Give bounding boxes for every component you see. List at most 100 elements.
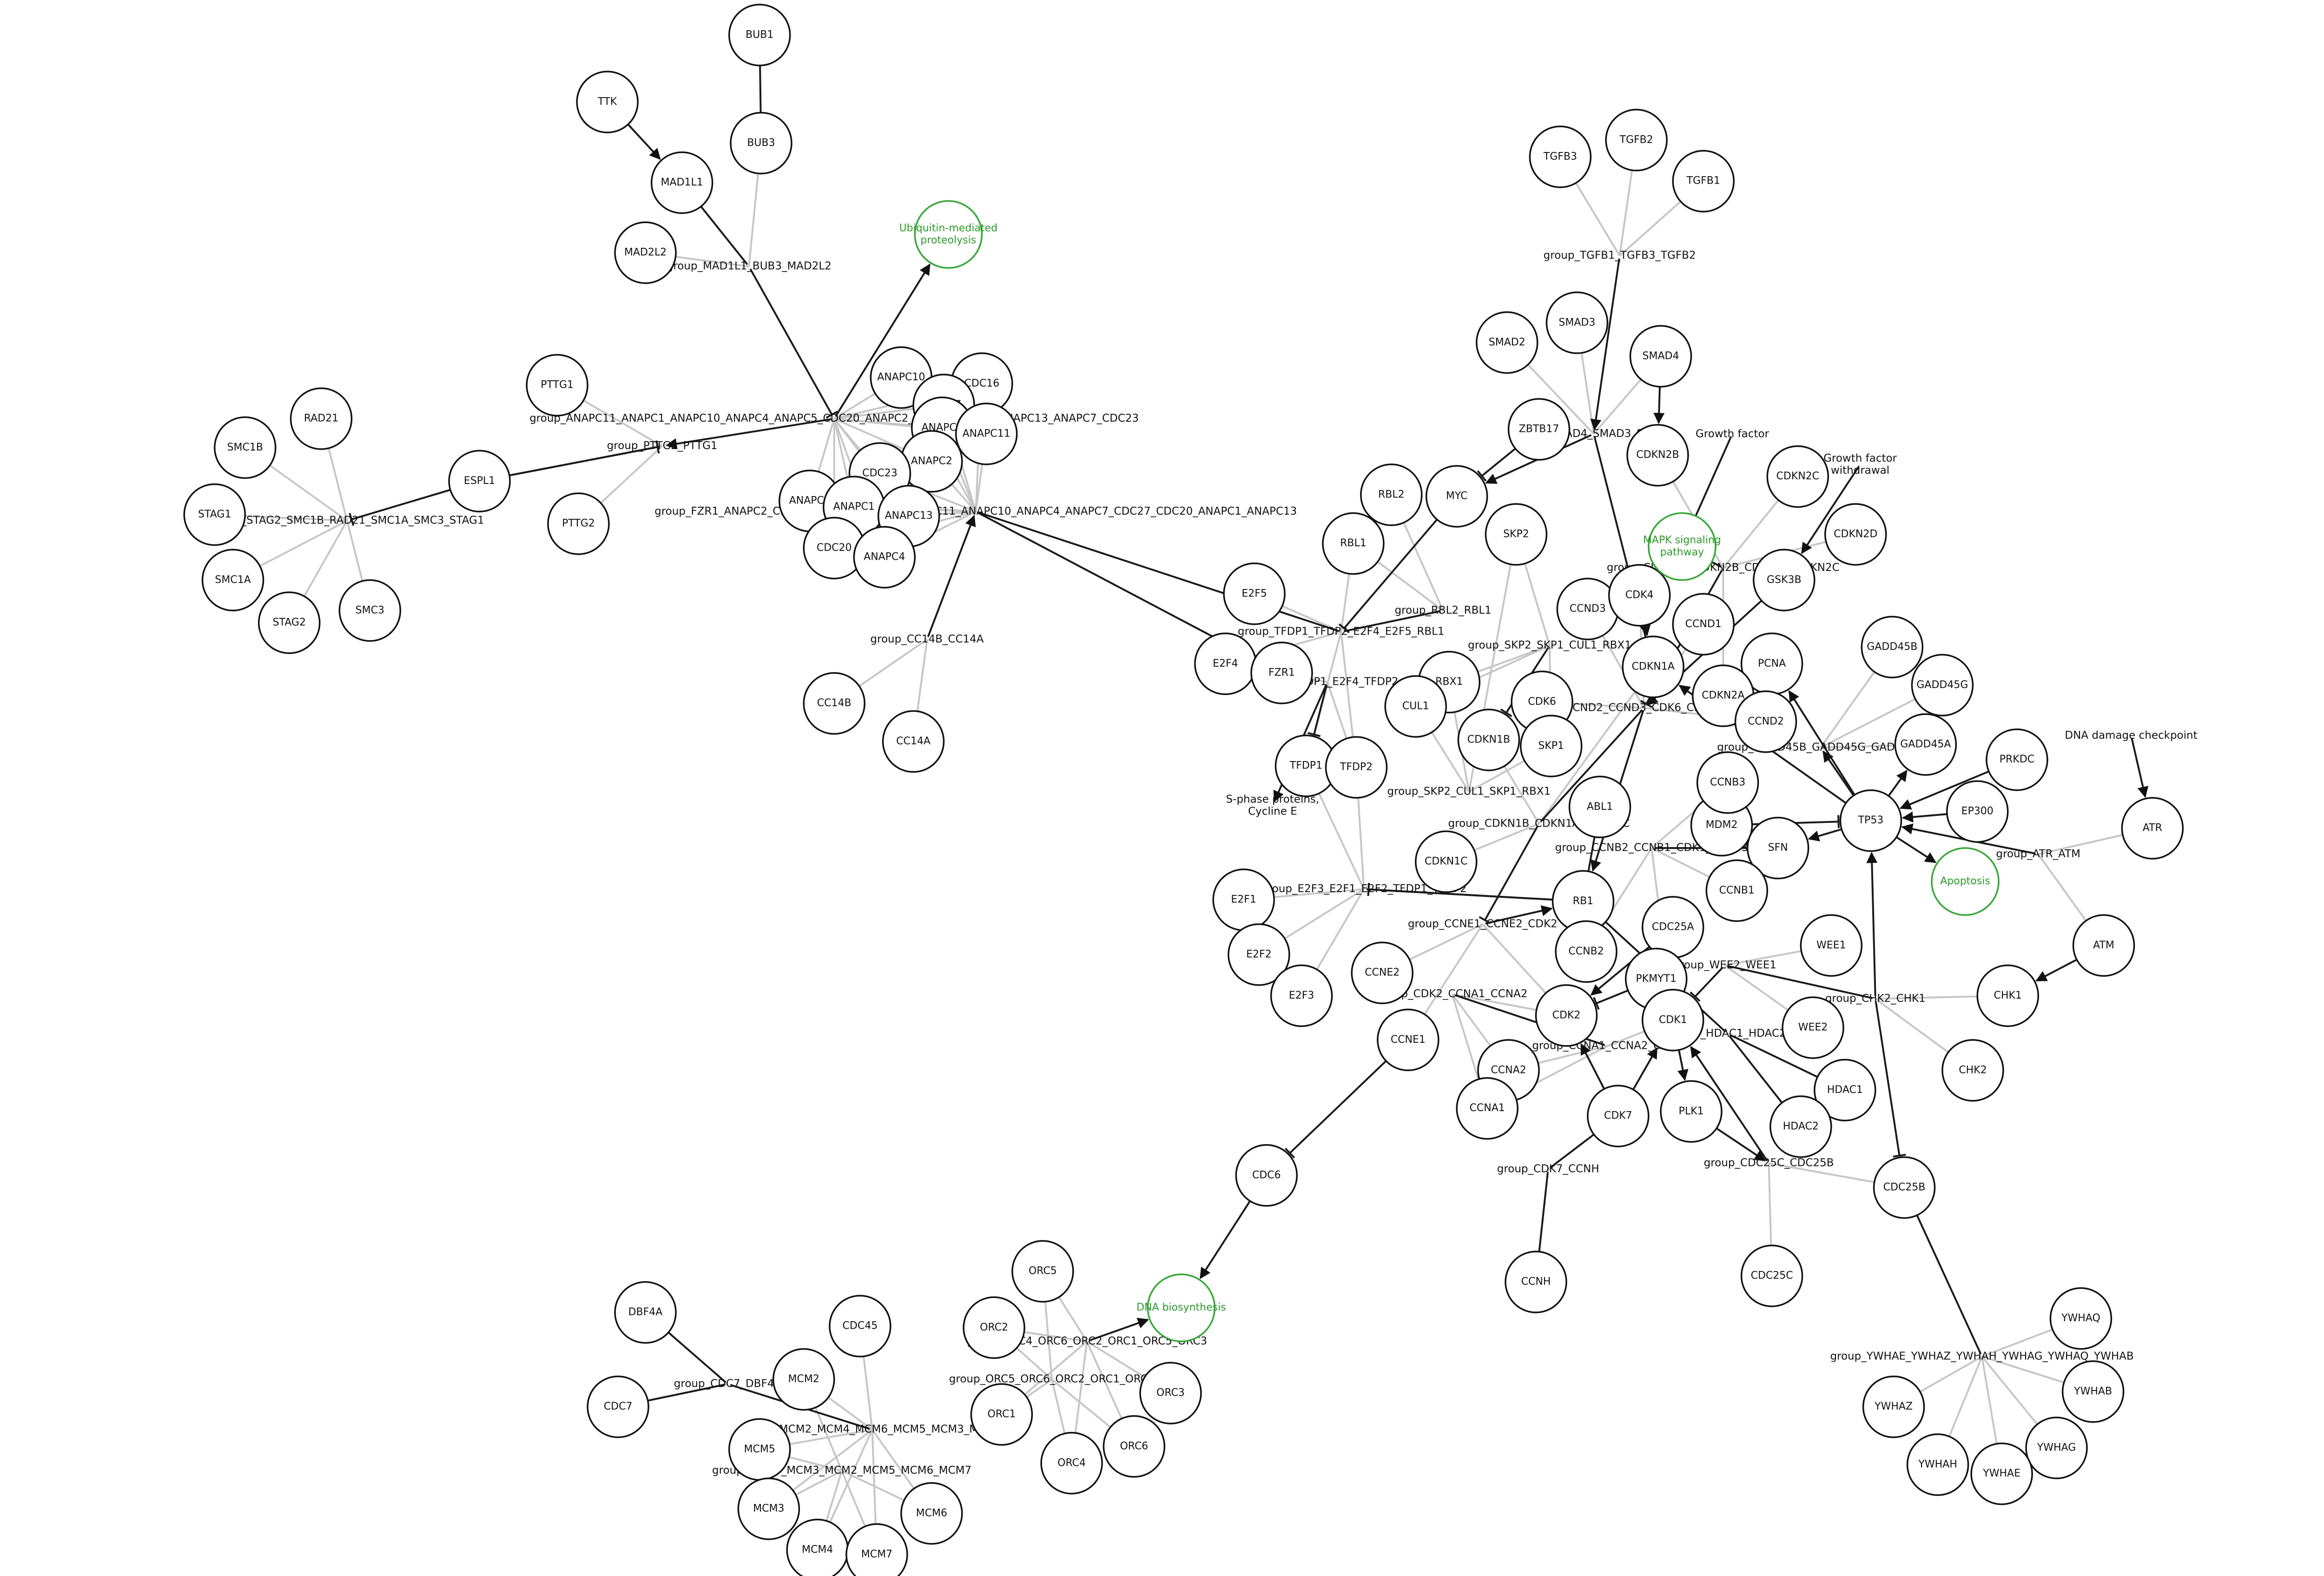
gene-node-ccnb3[interactable]: CCNB3	[1696, 751, 1759, 814]
gene-node-chk1[interactable]: CHK1	[1976, 964, 2039, 1027]
gene-node-e2f2[interactable]: E2F2	[1228, 923, 1290, 986]
gene-node-mcm5[interactable]: MCM5	[728, 1418, 791, 1481]
gene-node-dbf4a[interactable]: DBF4A	[614, 1281, 677, 1344]
gene-node-espl1[interactable]: ESPL1	[448, 450, 511, 513]
gene-node-abl1[interactable]: ABL1	[1568, 775, 1631, 838]
gene-node-bub1[interactable]: BUB1	[728, 4, 791, 66]
gene-node-ep300[interactable]: EP300	[1946, 780, 2009, 843]
gene-node-cdc6[interactable]: CDC6	[1235, 1144, 1298, 1207]
gene-node-smad2[interactable]: SMAD2	[1476, 311, 1538, 374]
gene-node-mcm2[interactable]: MCM2	[772, 1348, 835, 1411]
gene-node-mcm7[interactable]: MCM7	[845, 1523, 908, 1576]
gene-node-cdc20[interactable]: CDC20	[803, 517, 865, 580]
gene-node-ywhag[interactable]: YWHAG	[2025, 1417, 2088, 1479]
gene-node-tfdp2[interactable]: TFDP2	[1325, 736, 1388, 799]
gene-node-stag1[interactable]: STAG1	[183, 483, 246, 546]
gene-node-stag2[interactable]: STAG2	[258, 591, 321, 654]
gene-node-hdac2[interactable]: HDAC2	[1769, 1095, 1832, 1158]
gene-node-cdc25c[interactable]: CDC25C	[1740, 1245, 1803, 1307]
gene-node-cdc45[interactable]: CDC45	[829, 1295, 891, 1357]
gene-node-smc1b[interactable]: SMC1B	[214, 416, 277, 479]
gene-node-plk1[interactable]: PLK1	[1660, 1080, 1723, 1143]
gene-node-e2f1[interactable]: E2F1	[1212, 868, 1275, 931]
gene-node-myc[interactable]: MYC	[1425, 465, 1488, 528]
gene-node-cdkn2d[interactable]: CDKN2D	[1824, 503, 1887, 566]
gene-node-skp1[interactable]: SKP1	[1519, 715, 1583, 777]
gene-node-cdc7[interactable]: CDC7	[587, 1375, 649, 1438]
gene-node-rbl2[interactable]: RBL2	[1360, 464, 1423, 526]
gene-node-chk2[interactable]: CHK2	[1941, 1039, 2004, 1102]
gene-node-cul1[interactable]: CUL1	[1384, 675, 1447, 738]
gene-node-pttg2[interactable]: PTTG2	[547, 492, 610, 555]
gene-node-ywhab[interactable]: YWHAB	[2061, 1360, 2125, 1423]
gene-node-anapc2[interactable]: ANAPC2	[900, 430, 963, 493]
gene-node-gsk3b[interactable]: GSK3B	[1753, 549, 1816, 612]
gene-node-smad4[interactable]: SMAD4	[1629, 325, 1692, 388]
gene-node-smad3[interactable]: SMAD3	[1545, 291, 1609, 354]
gene-node-mad1l1[interactable]: MAD1L1	[650, 151, 713, 214]
gene-node-prkdc[interactable]: PRKDC	[1986, 728, 2048, 791]
gene-node-orc2[interactable]: ORC2	[963, 1296, 1025, 1359]
gene-node-tgfb3[interactable]: TGFB3	[1529, 126, 1592, 188]
gene-node-orc6[interactable]: ORC6	[1103, 1415, 1166, 1478]
gene-node-atr[interactable]: ATR	[2121, 797, 2184, 860]
gene-node-orc1[interactable]: ORC1	[970, 1383, 1033, 1446]
gene-node-cdkn1a[interactable]: CDKN1A	[1622, 636, 1684, 698]
gene-node-e2f5[interactable]: E2F5	[1223, 563, 1286, 625]
gene-node-cdkn2c-a[interactable]: CDKN2C	[1766, 445, 1829, 508]
gene-node-cdkn1c[interactable]: CDKN1C	[1415, 830, 1478, 893]
gene-node-gadd45b[interactable]: GADD45B	[1861, 616, 1924, 679]
gene-node-orc3[interactable]: ORC3	[1139, 1362, 1202, 1424]
gene-node-ywhaz[interactable]: YWHAZ	[1862, 1375, 1925, 1438]
gene-node-gadd45g[interactable]: GADD45G	[1911, 654, 1974, 716]
gene-node-anapc11[interactable]: ANAPC11	[955, 403, 1018, 465]
gene-node-mcm3[interactable]: MCM3	[737, 1477, 800, 1540]
gene-node-ccnd1[interactable]: CCND1	[1672, 593, 1735, 656]
gene-node-ccne2[interactable]: CCNE2	[1351, 941, 1413, 1004]
gene-node-cc14a[interactable]: CC14A	[882, 710, 945, 773]
gene-node-e2f3[interactable]: E2F3	[1270, 964, 1333, 1027]
gene-node-skp2[interactable]: SKP2	[1485, 503, 1548, 566]
gene-node-e2f4[interactable]: E2F4	[1194, 632, 1257, 695]
gene-node-rad21[interactable]: RAD21	[290, 387, 353, 450]
gene-node-atm[interactable]: ATM	[2072, 914, 2135, 977]
gene-node-cc14b[interactable]: CC14B	[803, 672, 865, 735]
gene-node-sfn[interactable]: SFN	[1746, 816, 1809, 880]
gene-node-orc5[interactable]: ORC5	[1011, 1240, 1074, 1303]
gene-node-cdkn1b[interactable]: CDKN1B	[1457, 709, 1520, 771]
gene-node-mcm4[interactable]: MCM4	[786, 1518, 849, 1576]
gene-node-wee1[interactable]: WEE1	[1800, 914, 1863, 977]
gene-node-tp53[interactable]: TP53	[1839, 789, 1902, 852]
gene-node-wee2[interactable]: WEE2	[1782, 996, 1844, 1059]
gene-node-zbtb17[interactable]: ZBTB17	[1507, 398, 1571, 461]
gene-node-rbl1[interactable]: RBL1	[1322, 512, 1385, 575]
gene-node-ywhaq[interactable]: YWHAQ	[2049, 1287, 2113, 1350]
gene-node-smc3[interactable]: SMC3	[338, 579, 402, 642]
gene-node-anapc4[interactable]: ANAPC4	[853, 526, 916, 589]
gene-node-ccnb1[interactable]: CCNB1	[1705, 859, 1769, 922]
gene-node-cdc25b[interactable]: CDC25B	[1873, 1156, 1936, 1219]
gene-node-tgfb2[interactable]: TGFB2	[1605, 109, 1668, 172]
gene-node-cdkn2b[interactable]: CDKN2B	[1626, 424, 1689, 487]
gene-node-bub3[interactable]: BUB3	[730, 112, 792, 175]
gene-node-mad2l2[interactable]: MAD2L2	[614, 221, 677, 284]
gene-node-fzr1[interactable]: FZR1	[1250, 642, 1313, 704]
gene-node-ccne1[interactable]: CCNE1	[1377, 1008, 1439, 1072]
gene-node-ccnb2[interactable]: CCNB2	[1555, 920, 1618, 983]
gene-node-ttk[interactable]: TTK	[576, 71, 639, 133]
gene-node-ccna1[interactable]: CCNA1	[1456, 1077, 1519, 1140]
gene-node-gadd45a[interactable]: GADD45A	[1894, 713, 1957, 776]
gene-node-ccnd3[interactable]: CCND3	[1556, 577, 1619, 641]
gene-node-ccnh[interactable]: CCNH	[1505, 1251, 1567, 1313]
gene-node-pttg1[interactable]: PTTG1	[526, 354, 588, 417]
gene-node-cdk1[interactable]: CDK1	[1641, 989, 1704, 1052]
gene-node-orc4[interactable]: ORC4	[1040, 1432, 1103, 1495]
gene-node-tgfb1[interactable]: TGFB1	[1672, 150, 1735, 212]
gene-node-pcna[interactable]: PCNA	[1740, 632, 1803, 695]
gene-node-cdk4[interactable]: CDK4	[1608, 564, 1671, 627]
gene-node-hdac1[interactable]: HDAC1	[1814, 1059, 1876, 1122]
gene-node-cdk7[interactable]: CDK7	[1587, 1085, 1650, 1147]
pathway-node-apop[interactable]: Apoptosis	[1931, 847, 2000, 916]
gene-node-mcm6[interactable]: MCM6	[900, 1482, 963, 1545]
